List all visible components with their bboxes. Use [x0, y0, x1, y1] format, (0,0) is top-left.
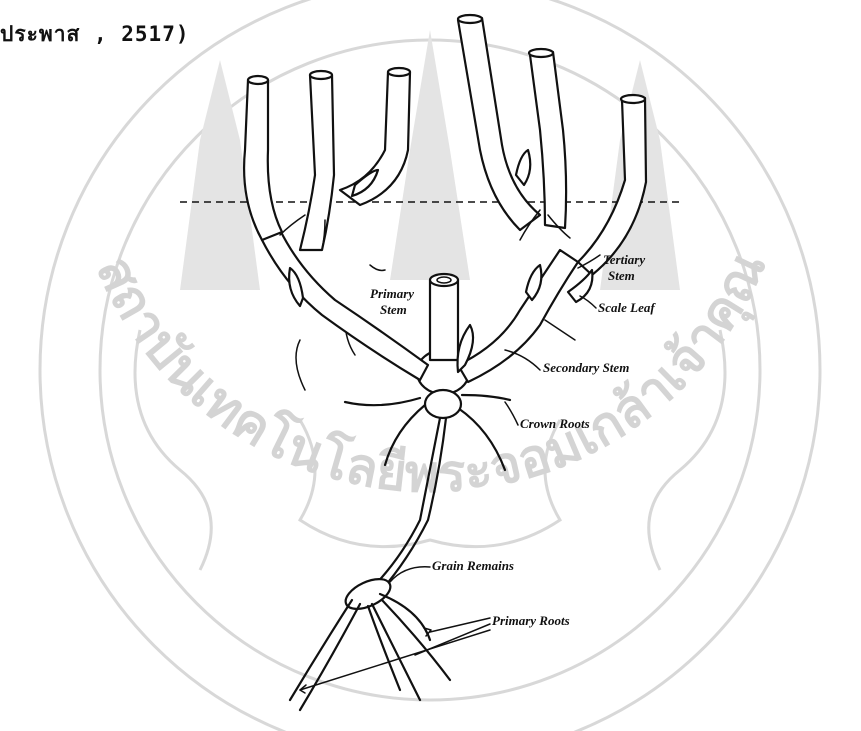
- leader-crown-roots: [505, 402, 518, 425]
- label-tertiary-stem-2: Stem: [608, 268, 635, 283]
- label-primary-roots: Primary Roots: [492, 613, 570, 628]
- label-crown-roots: Crown Roots: [520, 416, 590, 431]
- leader-grain-remains: [390, 567, 430, 582]
- crown-root: [462, 395, 510, 400]
- crown-root: [296, 340, 305, 390]
- reference-citation: ประพาส , 2517): [0, 18, 190, 51]
- label-primary-stem-2: Stem: [380, 302, 407, 317]
- primary-stem: [430, 280, 458, 360]
- label-grain-remains: Grain Remains: [432, 558, 514, 573]
- primary-root: [290, 600, 352, 700]
- scale-leaf: [516, 150, 530, 185]
- tertiary-stem-right-left: [458, 18, 540, 230]
- label-primary-stem-1: Primary: [370, 286, 414, 301]
- crown-root: [345, 398, 420, 405]
- label-scale-leaf: Scale Leaf: [598, 300, 656, 315]
- tertiary-stem-left-mid: [300, 75, 334, 250]
- label-tertiary-stem-1: Tertiary: [603, 252, 645, 267]
- tertiary-stem-right-mid: [530, 52, 566, 228]
- leader-primary-roots-1: [430, 618, 490, 632]
- tertiary-stem-left-inner: [340, 72, 410, 205]
- scale-leaf: [568, 270, 592, 302]
- leader-scale-leaf: [580, 296, 596, 308]
- label-secondary-stem: Secondary Stem: [543, 360, 629, 375]
